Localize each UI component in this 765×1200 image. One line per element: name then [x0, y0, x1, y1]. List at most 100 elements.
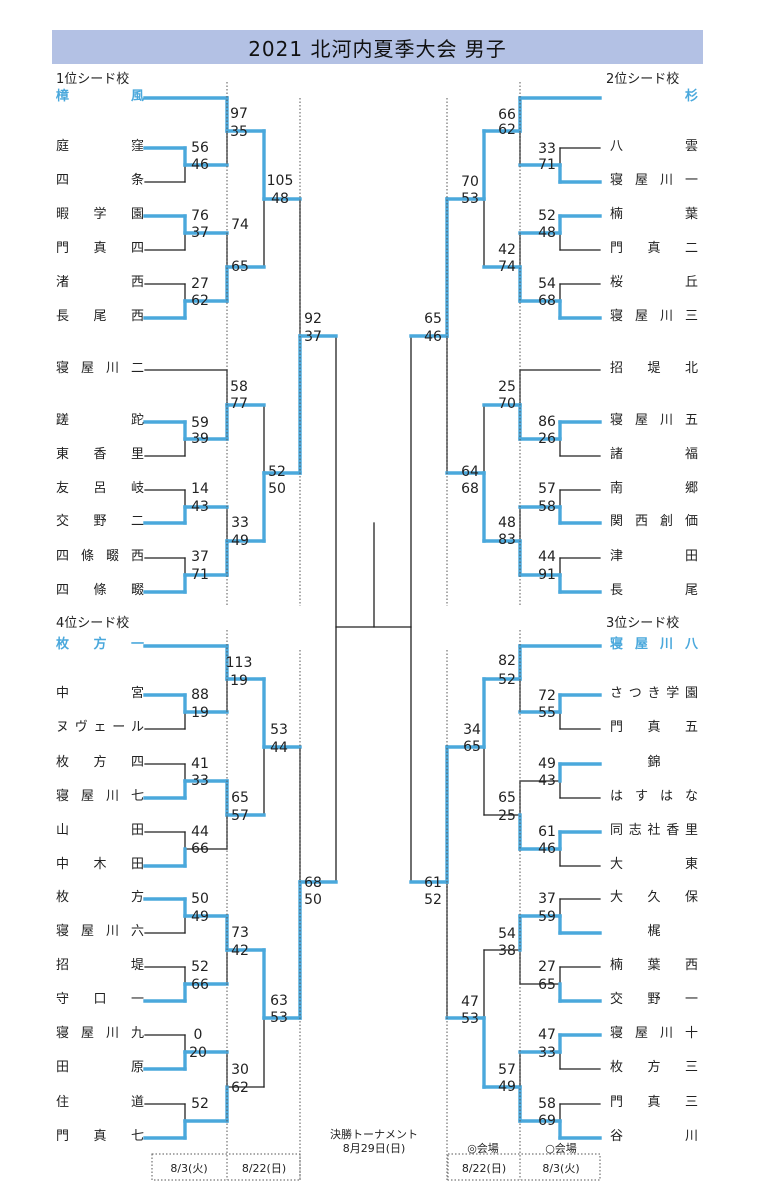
score-24: 92	[304, 311, 322, 327]
team-right-6: 寝屋川三	[610, 309, 698, 324]
score-1: 35	[230, 124, 248, 140]
team-left-0: 樟 風	[56, 89, 144, 104]
score-88: 25	[498, 808, 516, 824]
team-right-21: 大久保	[610, 890, 698, 905]
score-57: 33	[191, 773, 209, 789]
score-48: 64	[461, 464, 479, 480]
score-90: 46	[538, 841, 556, 857]
score-25: 37	[304, 329, 322, 345]
score-2: 56	[191, 140, 209, 156]
score-78: 50	[304, 892, 322, 908]
score-37: 53	[461, 191, 479, 207]
score-34: 54	[538, 276, 556, 292]
score-4: 76	[191, 208, 209, 224]
team-right-15: さつき学園	[610, 686, 698, 701]
score-32: 42	[498, 242, 516, 258]
team-right-8: 寝屋川五	[610, 413, 698, 428]
team-left-9: 東香里	[56, 447, 144, 462]
score-65: 49	[191, 909, 209, 925]
team-left-24: 守口一	[56, 992, 144, 1007]
score-21: 71	[191, 567, 209, 583]
score-9: 62	[191, 293, 209, 309]
score-33: 74	[498, 259, 516, 275]
page-title: 2021 北河内夏季大会 男子	[248, 36, 507, 61]
score-63: 44	[270, 740, 288, 756]
score-93: 27	[538, 959, 556, 975]
score-44: 48	[498, 515, 516, 531]
score-11: 48	[271, 191, 289, 207]
score-70: 0	[193, 1027, 203, 1043]
score-40: 86	[538, 414, 556, 430]
team-right-27: 門真三	[610, 1095, 698, 1110]
score-19: 49	[231, 533, 249, 549]
team-left-12: 四條畷西	[56, 549, 144, 564]
score-74: 52	[191, 1096, 209, 1112]
score-12: 58	[230, 379, 248, 395]
score-38: 25	[498, 379, 516, 395]
score-43: 58	[538, 499, 556, 515]
score-103: 47	[461, 994, 479, 1010]
score-69: 66	[191, 977, 209, 993]
score-75: 63	[270, 993, 288, 1009]
score-95: 54	[498, 926, 516, 942]
date-box-1	[447, 1153, 601, 1181]
score-55: 19	[191, 705, 209, 721]
team-left-3: 暇学園	[56, 207, 144, 222]
team-right-12: 津 田	[610, 549, 698, 564]
final-label: 決勝トーナメント	[330, 1128, 418, 1141]
score-86: 65	[463, 739, 481, 755]
score-39: 70	[498, 396, 516, 412]
score-105: 61	[424, 875, 442, 891]
score-61: 66	[191, 841, 209, 857]
team-left-2: 四 条	[56, 173, 144, 188]
score-52: 113	[225, 655, 253, 671]
title-bar: 2021 北河内夏季大会 男子	[52, 30, 703, 64]
team-left-5: 渚 西	[56, 275, 144, 290]
team-left-25: 寝屋川九	[56, 1026, 144, 1041]
score-92: 59	[538, 909, 556, 925]
team-left-15: 中 宮	[56, 686, 144, 701]
team-right-2: 寝屋川一	[610, 173, 698, 188]
score-76: 53	[270, 1010, 288, 1026]
team-left-8: 蹉 跎	[56, 413, 144, 428]
score-41: 26	[538, 431, 556, 447]
date-r2-left: 8/22(日)	[241, 1162, 287, 1175]
seed-label-fourth: 4位シード校	[56, 616, 130, 631]
team-right-3: 楠 葉	[610, 207, 698, 222]
team-left-16: ヌヴェール	[56, 720, 144, 735]
score-89: 61	[538, 824, 556, 840]
team-left-4: 門真四	[56, 241, 144, 256]
score-106: 52	[424, 892, 442, 908]
team-right-17: 錦	[647, 755, 661, 770]
score-104: 53	[461, 1011, 479, 1027]
score-94: 65	[538, 977, 556, 993]
score-66: 73	[231, 925, 249, 941]
team-left-22: 寝屋川六	[56, 924, 144, 939]
score-68: 52	[191, 959, 209, 975]
score-79: 82	[498, 653, 516, 669]
date-r1-left: 8/3(火)	[170, 1162, 208, 1175]
score-10: 105	[266, 173, 294, 189]
score-29: 71	[538, 157, 556, 173]
team-left-28: 門真七	[56, 1129, 144, 1144]
score-67: 42	[231, 943, 249, 959]
score-13: 77	[230, 396, 248, 412]
score-83: 49	[538, 756, 556, 772]
team-right-28: 谷 川	[610, 1129, 698, 1144]
venue-double: ◎会場	[467, 1142, 499, 1155]
score-23: 50	[268, 481, 286, 497]
score-87: 65	[498, 790, 516, 806]
score-5: 37	[191, 225, 209, 241]
team-right-19: 同志社香里	[610, 823, 698, 838]
team-left-10: 友呂岐	[56, 481, 144, 496]
score-31: 48	[538, 225, 556, 241]
score-62: 53	[270, 722, 288, 738]
score-0: 97	[230, 106, 248, 122]
team-left-1: 庭 窪	[56, 139, 144, 154]
score-8: 27	[191, 276, 209, 292]
team-left-11: 交野二	[56, 514, 144, 529]
team-right-4: 門真二	[610, 241, 698, 256]
date-box-0	[151, 1153, 301, 1181]
team-right-24: 交野一	[610, 992, 698, 1007]
